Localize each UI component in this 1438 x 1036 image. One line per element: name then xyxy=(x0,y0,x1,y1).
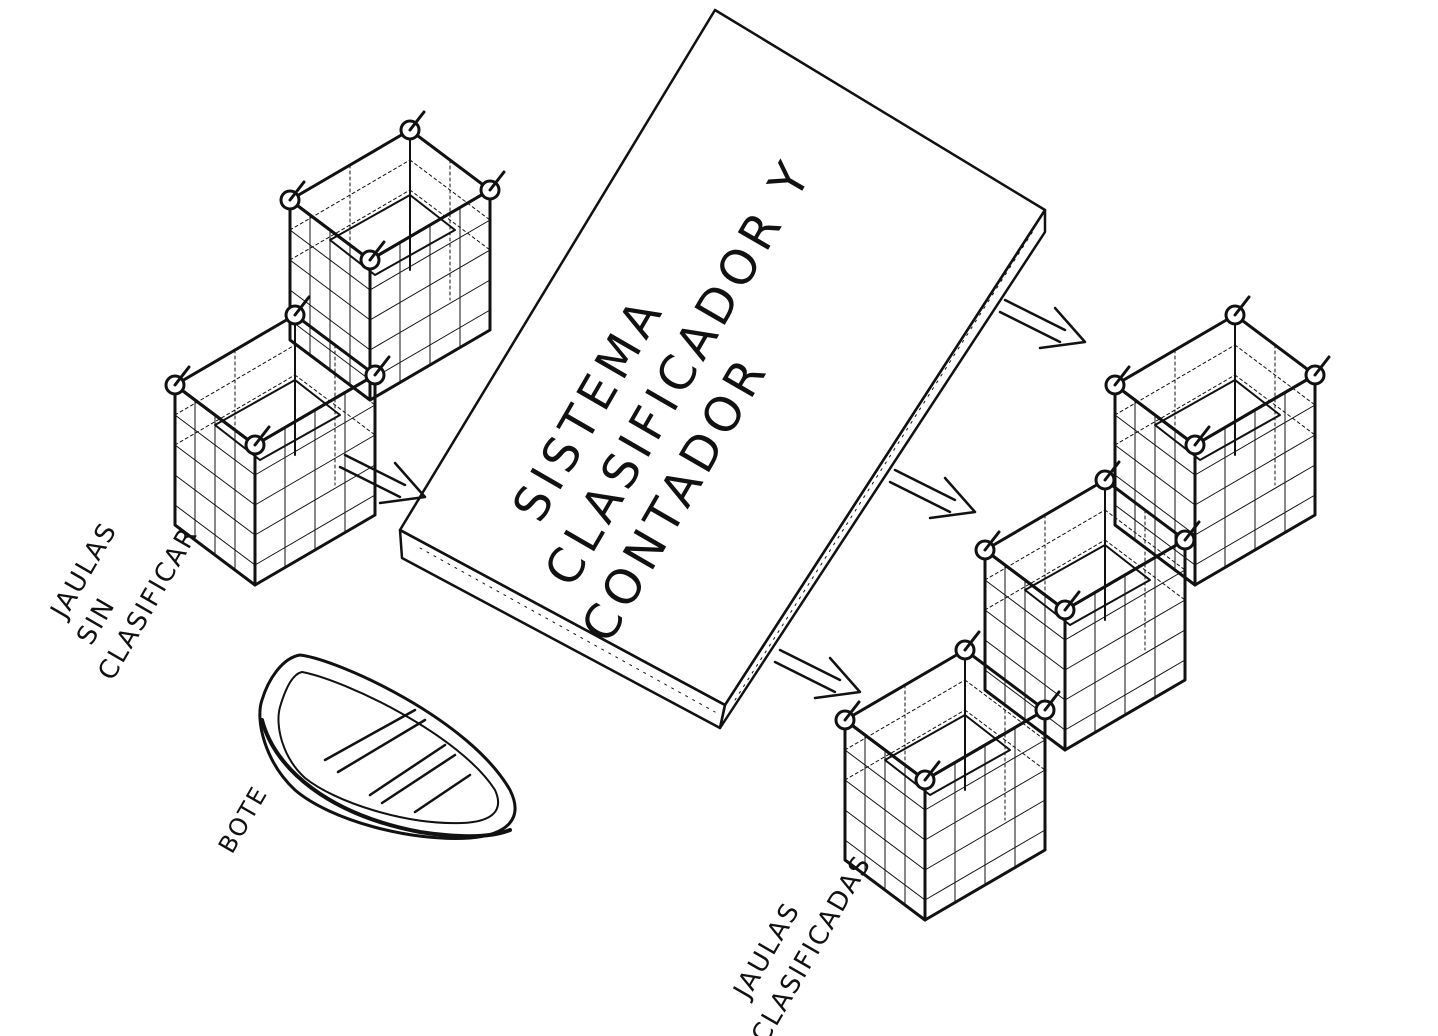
boat xyxy=(260,655,515,838)
output-arrow-1 xyxy=(1000,300,1085,348)
sorted-cages-label: JAULAS CLASIFICADAS xyxy=(713,831,878,1036)
unsorted-cages-label: JAULAS SIN CLASIFICAR xyxy=(30,486,204,686)
sorted-cage-2 xyxy=(976,462,1199,750)
output-arrow-2 xyxy=(890,470,975,518)
boat-label: BOTE xyxy=(213,781,274,858)
sorted-cage-1 xyxy=(1106,297,1329,585)
input-arrow xyxy=(340,455,425,503)
output-arrow-3 xyxy=(775,650,860,698)
platform-title: SISTEMA CLASIFICADOR Y CONTADOR xyxy=(467,119,876,652)
unsorted-cage-1 xyxy=(281,112,504,400)
